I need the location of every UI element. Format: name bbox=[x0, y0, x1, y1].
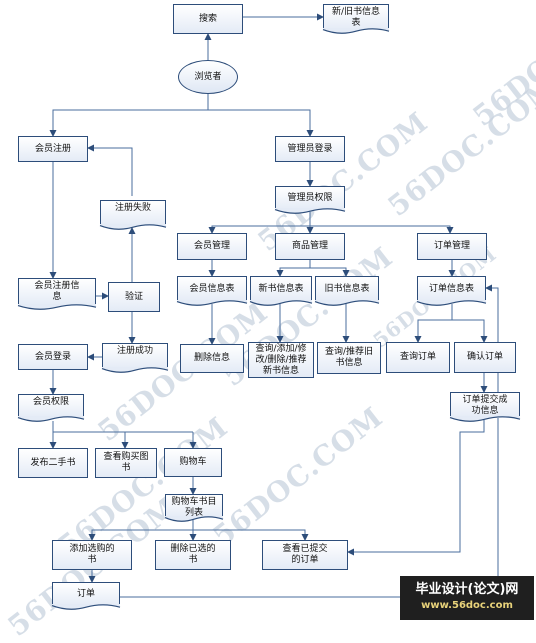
query-old-books-box: 查询/推荐旧 书信息 bbox=[317, 342, 381, 374]
member-register-info-doc: 会员注册信 息 bbox=[18, 278, 96, 306]
order-doc: 订单 bbox=[52, 582, 120, 606]
member-register-info-label: 会员注册信 息 bbox=[34, 281, 80, 302]
new-book-info-table-label: 新书信息表 bbox=[258, 284, 304, 294]
member-info-table-doc: 会员信息表 bbox=[177, 276, 247, 302]
member-manage-box: 会员管理 bbox=[177, 233, 247, 260]
query-new-books-box: 查询/添加/修 改/删除/推荐 新书信息 bbox=[248, 342, 314, 378]
goods-manage-box: 商品管理 bbox=[275, 233, 345, 260]
admin-permission-doc: 管理员权限 bbox=[275, 186, 345, 210]
cart-book-list-doc: 购物车书目 列表 bbox=[165, 494, 223, 518]
member-info-table-label: 会员信息表 bbox=[189, 284, 235, 294]
browser-ellipse: 浏览者 bbox=[178, 60, 238, 94]
member-permission-label: 会员权限 bbox=[32, 397, 69, 407]
watermark: 56DOC.COM bbox=[206, 400, 390, 553]
order-submit-success-doc: 订单提交成 功信息 bbox=[450, 392, 520, 418]
query-order-box: 查询订单 bbox=[386, 342, 450, 373]
new-book-info-table-doc: 新书信息表 bbox=[250, 276, 312, 302]
confirm-order-box: 确认订单 bbox=[454, 342, 516, 373]
order-info-table-label: 订单信息表 bbox=[428, 284, 474, 294]
old-book-info-top-doc: 新/旧书信息 表 bbox=[323, 4, 389, 30]
delete-selected-books-box: 删除已选的 书 bbox=[155, 540, 231, 570]
view-bought-books-box: 查看购买图 书 bbox=[95, 448, 157, 478]
old-book-info-top-label: 新/旧书信息 表 bbox=[331, 7, 381, 28]
order-submit-success-label: 订单提交成 功信息 bbox=[462, 395, 508, 416]
view-submitted-orders-box: 查看已提交 的订单 bbox=[262, 540, 348, 570]
admin-permission-label: 管理员权限 bbox=[287, 193, 333, 203]
publish-second-hand-box: 发布二手书 bbox=[18, 448, 88, 478]
stamp-url: www.56doc.com bbox=[421, 600, 513, 611]
order-label: 订单 bbox=[76, 589, 95, 599]
register-success-doc: 注册成功 bbox=[102, 343, 168, 369]
member-login-box: 会员登录 bbox=[18, 344, 88, 370]
add-selected-books-box: 添加选购的 书 bbox=[52, 540, 132, 570]
stamp-title: 毕业设计(论文)网 bbox=[415, 582, 519, 597]
site-logo-stamp: 毕业设计(论文)网 www.56doc.com bbox=[400, 576, 534, 620]
order-manage-box: 订单管理 bbox=[417, 233, 487, 260]
old-book-info-table-doc: 旧书信息表 bbox=[315, 276, 379, 302]
verify-box: 验证 bbox=[108, 282, 160, 312]
register-fail-label: 注册失败 bbox=[114, 203, 151, 213]
member-register-box: 会员注册 bbox=[18, 136, 88, 162]
cart-book-list-label: 购物车书目 列表 bbox=[171, 497, 217, 518]
old-book-info-table-label: 旧书信息表 bbox=[324, 284, 370, 294]
order-info-table-doc: 订单信息表 bbox=[417, 276, 486, 302]
register-success-label: 注册成功 bbox=[116, 346, 153, 356]
register-fail-doc: 注册失败 bbox=[100, 200, 166, 226]
search-box: 搜索 bbox=[173, 4, 243, 34]
delete-info-box: 删除信息 bbox=[180, 344, 244, 373]
cart-box: 购物车 bbox=[164, 448, 222, 477]
admin-login-box: 管理员登录 bbox=[275, 136, 345, 162]
member-permission-doc: 会员权限 bbox=[18, 394, 84, 418]
